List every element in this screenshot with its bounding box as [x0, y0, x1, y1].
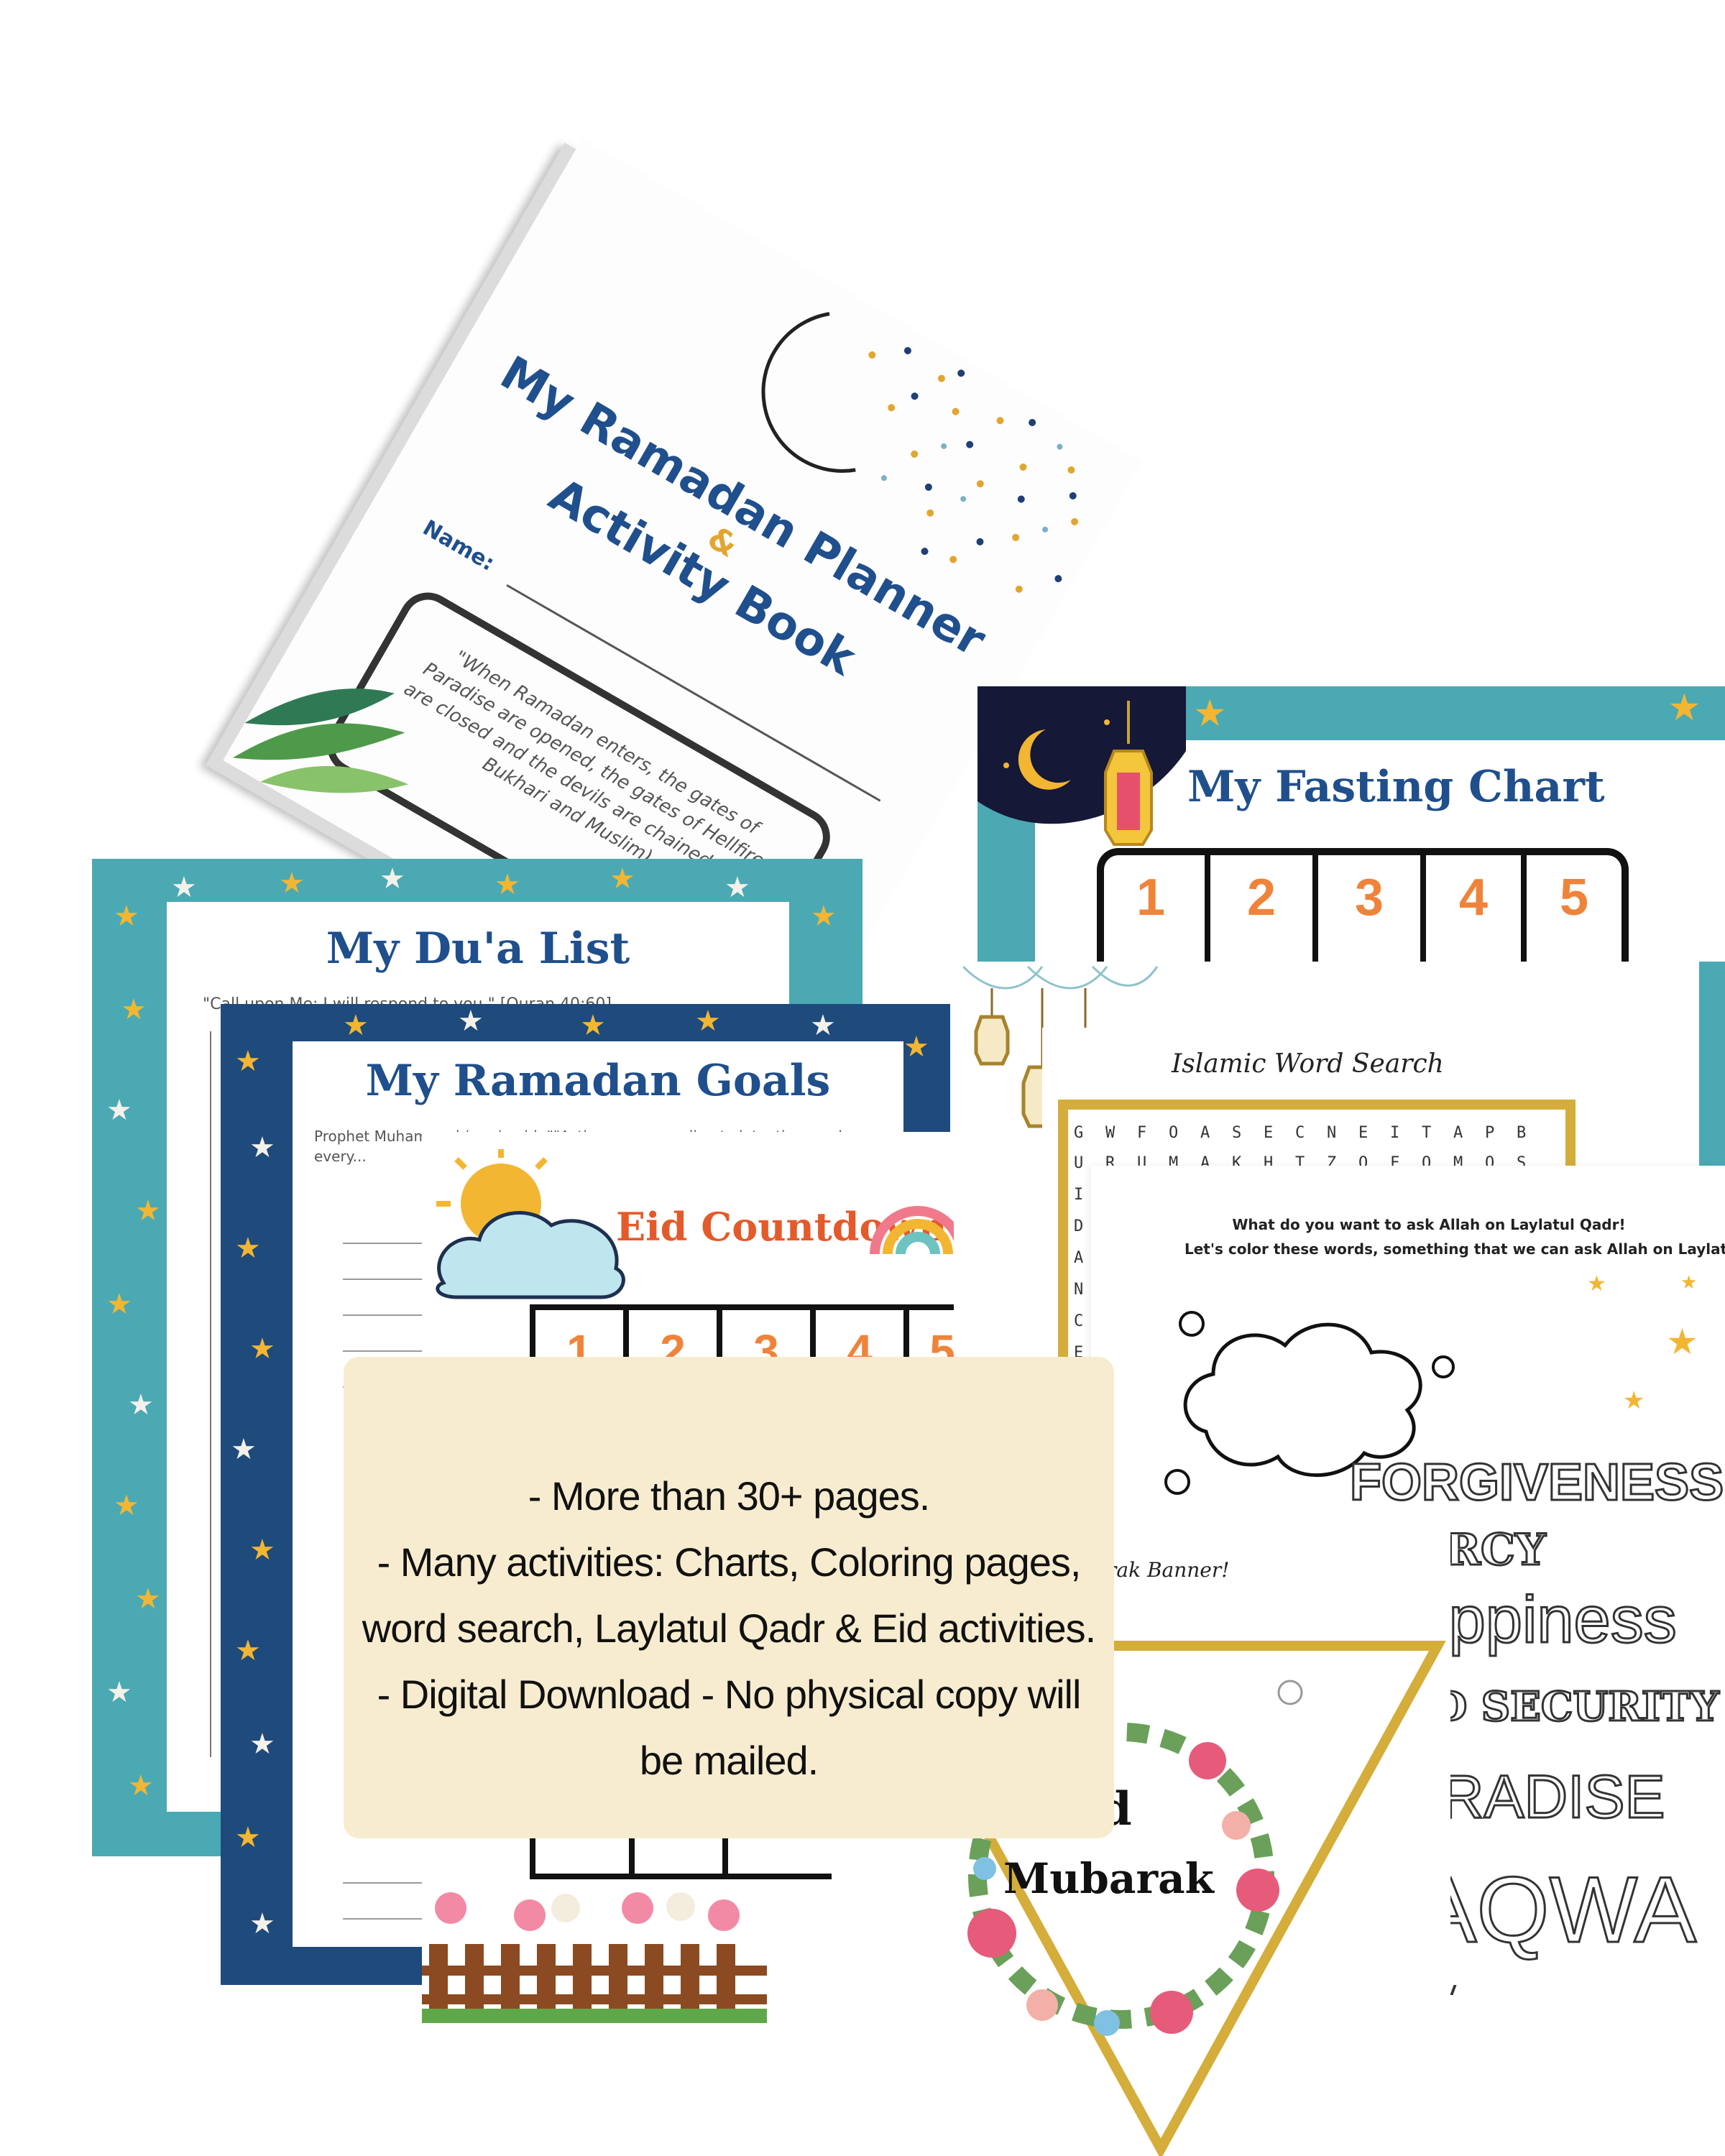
- word-search-title: Islamic Word Search: [1172, 1049, 1444, 1079]
- fasting-chart-edge: [1699, 962, 1725, 1170]
- fasting-chart-cell: 1: [1136, 869, 1166, 926]
- info-box: - More than 30+ pages. - Many activities…: [344, 1357, 1114, 1838]
- fasting-chart-page: ★ ★ My Fasting Chart 1 2 3 4 5: [978, 686, 1725, 962]
- leaf-decoration: [232, 688, 409, 793]
- flower-fence-icon: [422, 1892, 767, 2023]
- laylatul-word: FORGIVENESS: [1348, 1453, 1724, 1513]
- name-label: Name:: [418, 515, 499, 576]
- dua-list-title: My Du'a List: [326, 923, 630, 974]
- ramadan-goals-title: My Ramadan Goals: [365, 1056, 831, 1106]
- info-line-2: - Many activities: Charts, Coloring page…: [377, 1539, 1082, 1585]
- fasting-chart-grid: 1 2 3 4 5: [1097, 848, 1629, 962]
- laylatul-qadr-line2: Let's color these words, something that …: [1184, 1240, 1725, 1258]
- eid-banner-text-2: Mubarak: [1003, 1854, 1214, 1903]
- info-line-4: - Digital Download - No physical copy wi…: [377, 1672, 1082, 1717]
- laylatul-qadr-line1: What do you want to ask Allah on Laylatu…: [1232, 1216, 1626, 1233]
- info-line-3: word search, Laylatul Qadr & Eid activit…: [362, 1606, 1096, 1651]
- info-line-5: be mailed.: [639, 1738, 819, 1783]
- rainbow-icon: [870, 1206, 954, 1255]
- sun-cloud-icon: [436, 1149, 625, 1299]
- fasting-chart-cell: 5: [1521, 855, 1622, 962]
- fasting-chart-title: My Fasting Chart: [1187, 762, 1605, 812]
- book-cover: My Ramadan Planner & Activity Book Name:…: [223, 137, 1143, 1084]
- lantern-icon: [1104, 701, 1153, 846]
- fasting-chart-cell: 4: [1420, 855, 1521, 962]
- info-line-1: - More than 30+ pages.: [528, 1473, 931, 1519]
- fasting-chart-cell: 3: [1312, 855, 1420, 962]
- dua-list-box: [210, 1031, 221, 1757]
- crescent-icon: [761, 312, 856, 473]
- eid-banner-caption: rak Banner!: [1107, 1558, 1230, 1582]
- cloud-icon: [1164, 1311, 1455, 1495]
- fasting-chart-cell: 2: [1205, 855, 1312, 962]
- confetti-dots: [761, 312, 1079, 593]
- eid-countdown-bottom-grid: [530, 1822, 832, 1879]
